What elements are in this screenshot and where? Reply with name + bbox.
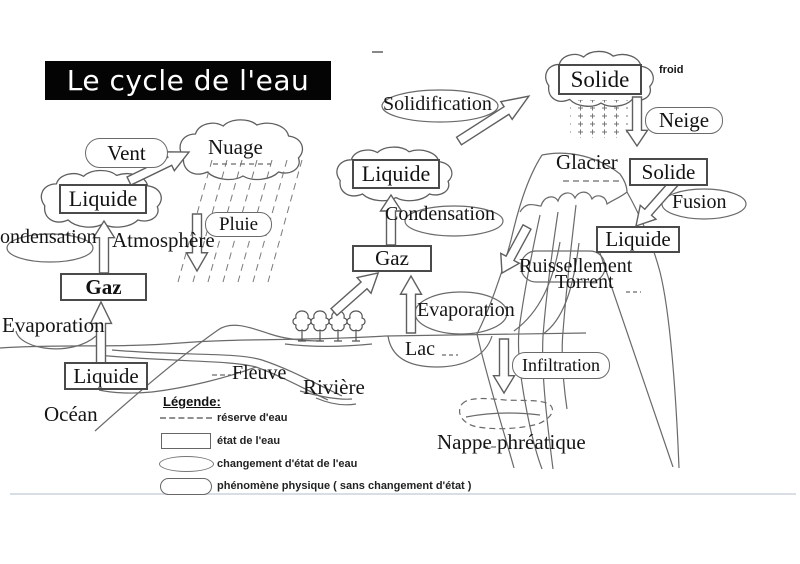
legend-symbol-dashed-line: [160, 417, 212, 419]
label-lac: Lac: [405, 338, 435, 360]
sea-surface-line: [0, 335, 387, 349]
label-ocean: Océan: [44, 402, 98, 426]
state-box-gaz-center: Gaz: [352, 245, 432, 272]
snow-dots: [570, 100, 628, 138]
glacier-cap-edge: [519, 191, 628, 213]
state-box-liquide-center-cloud: Liquide: [352, 159, 440, 189]
label-riviere: Rivière: [303, 375, 365, 399]
state-box-solide-cloud: Solide: [558, 64, 642, 95]
legend-item-etat-eau: état de l'eau: [217, 435, 281, 447]
legend-symbol-ellipse: [159, 456, 214, 472]
label-evaporation-lac: Evaporation: [417, 299, 515, 321]
lake-basin: [387, 335, 493, 368]
legend-item-phenomene-physique: phénomène physique ( sans changement d'é…: [217, 480, 472, 492]
phenomenon-pill-neige: Neige: [645, 107, 723, 134]
torrent-stream-1: [513, 241, 561, 332]
state-box-solide-mountain: Solide: [629, 158, 708, 186]
torrent-stream-2: [542, 242, 580, 335]
state-box-liquide-mountain: Liquide: [596, 226, 680, 253]
legend-symbol-rounded-rectangle: [160, 478, 212, 495]
label-condensation-center: Condensation: [385, 203, 495, 225]
phenomenon-pill-vent: Vent: [85, 138, 168, 168]
mountain-top-edge: [541, 152, 628, 193]
label-condensation-left: ondensation: [0, 226, 97, 248]
ground-under-trees: [284, 343, 373, 347]
label-evaporation-left: Evaporation: [2, 313, 105, 337]
label-ruissellement: Ruissellement: [519, 255, 633, 277]
condensation-center-ellipse: [404, 205, 504, 237]
ruissellement-rounded-rect: [520, 250, 606, 283]
label-torrent: Torrent: [555, 271, 614, 293]
label-solidification: Solidification: [383, 93, 492, 115]
label-glacier: Glacier: [556, 150, 618, 174]
dashed-details: [10, 51, 796, 495]
phenomenon-pill-pluie: Pluie: [205, 212, 272, 237]
legend-item-reserve-eau: réserve d'eau: [217, 412, 288, 424]
state-box-liquide-left-cloud: Liquide: [59, 184, 147, 214]
solidification-ellipse: [381, 89, 499, 123]
river-delta: [299, 390, 357, 406]
label-fleuve: Fleuve: [232, 362, 287, 384]
river-fork: [98, 366, 257, 394]
evaporation-left-arc: [15, 330, 97, 350]
label-nuage: Nuage: [208, 135, 263, 159]
terrain-lines: [0, 324, 587, 432]
mountain-left-slope: [476, 154, 543, 469]
gully-line-3: [561, 204, 577, 410]
coast-line: [94, 324, 323, 432]
shore-line-right: [385, 332, 587, 337]
trees: [292, 310, 366, 342]
gully-line-2: [542, 211, 559, 470]
label-froid: froid: [659, 64, 684, 76]
legend-symbol-rectangle: [161, 433, 211, 449]
phenomenon-pill-infiltration: Infiltration: [512, 352, 610, 379]
condensation-left-ellipse: [6, 233, 94, 263]
river-bank-2: [96, 354, 329, 401]
label-fusion: Fusion: [672, 191, 727, 213]
state-box-liquide-ocean: Liquide: [64, 362, 148, 390]
page-title: Le cycle de l'eau: [45, 61, 331, 100]
label-atmosphere: Atmosphère: [112, 228, 215, 252]
legend-item-changement-etat: changement d'état de l'eau: [217, 458, 358, 470]
nappe-blob: [458, 397, 554, 430]
legend-heading: Légende:: [163, 394, 221, 409]
river-bank-1: [111, 349, 343, 397]
state-box-gaz-left: Gaz: [60, 273, 147, 301]
mountain-right-edge: [599, 252, 674, 468]
label-nappe-phreatique: Nappe phréatique: [437, 430, 586, 454]
